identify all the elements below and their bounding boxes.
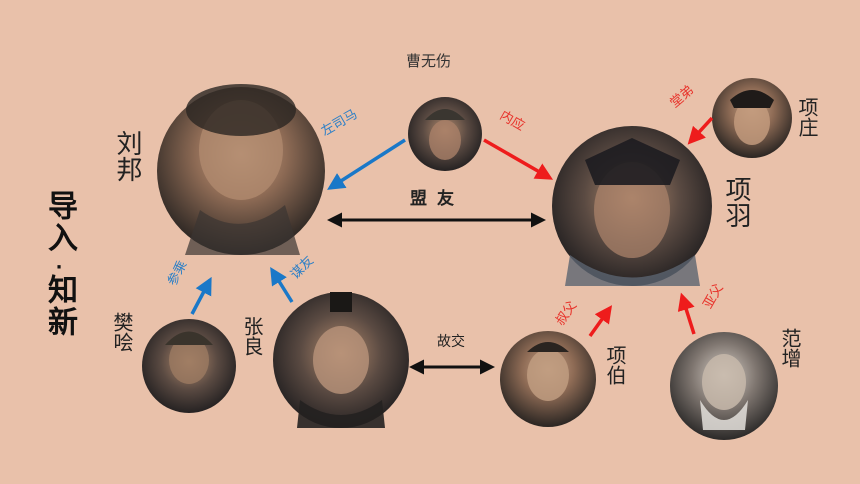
name-xiangbo: 项伯: [603, 345, 627, 385]
arrow-caowushang-to-liubang: [327, 138, 406, 190]
portrait-xiangbo: [500, 331, 596, 427]
title-char: 知新: [42, 274, 77, 338]
arrow-fankuai-to-liubang: [190, 276, 212, 315]
portrait-xiangyu: [552, 126, 712, 286]
name-fankuai: 樊哙: [110, 312, 134, 352]
name-xiangyu: 项羽: [721, 176, 751, 228]
arrow-zhangliang-to-liubang: [270, 267, 294, 303]
name-zhangliang: 张良: [240, 316, 264, 356]
arrow-xiangzhuang-to-xiangyu: [687, 116, 714, 145]
arrow-caowushang-to-xiangyu: [483, 138, 554, 180]
portrait-caowushang: [408, 97, 482, 171]
rel-gujiao: 故交: [437, 334, 465, 350]
title-char: 导入: [42, 190, 77, 254]
name-caowushang: 曹无伤: [406, 52, 452, 70]
name-xiangzhuang: 项庄: [795, 97, 819, 137]
arrow-xiangbo-to-xiangyu: [588, 305, 613, 338]
name-fanzeng: 范增: [778, 328, 802, 368]
rel-mengyou: 盟友: [410, 189, 464, 209]
portrait-zhangliang: [273, 292, 409, 428]
title-dot: ·: [55, 257, 63, 278]
name-liubang: 刘邦: [112, 130, 142, 182]
portrait-fankuai: [142, 319, 236, 413]
arrow-fanzeng-to-xiangyu: [677, 292, 696, 335]
portrait-xiangzhuang: [712, 78, 792, 158]
portrait-fanzeng: [670, 332, 778, 440]
portrait-liubang: [157, 84, 325, 255]
